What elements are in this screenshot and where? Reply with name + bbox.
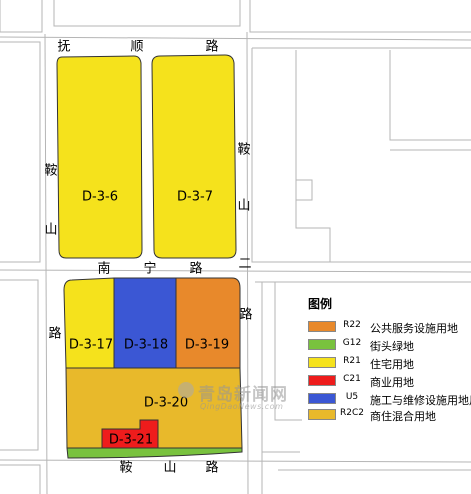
road-anshan-right-2: 山	[237, 199, 250, 214]
legend-label: 街头绿地	[370, 340, 414, 353]
legend-code: U5	[345, 392, 359, 402]
legend-swatch	[308, 409, 336, 420]
legend-title: 图例	[308, 297, 333, 311]
road-fushun-2: 顺	[130, 40, 143, 55]
legend-code: R22	[343, 320, 361, 330]
parcel-labels: D-3-6 D-3-7 D-3-17 D-3-18 D-3-19 D-3-20 …	[69, 190, 229, 448]
legend-label: 商住混合用地	[370, 410, 436, 423]
road-anshan-right-1: 鞍	[237, 142, 250, 158]
legend-code: R2C2	[340, 408, 364, 418]
road-nanning-4: 二	[238, 257, 251, 272]
legend-label: 施工与维修设施用地用地	[370, 394, 471, 407]
legend-code: C21	[343, 374, 361, 384]
parcels	[56, 54, 243, 459]
label-d-3-21: D-3-21	[109, 433, 153, 448]
legend-swatch	[308, 357, 336, 368]
road-nanning-1: 南	[97, 261, 110, 277]
road-anshan-left-1: 鞍	[44, 163, 57, 179]
legend-label: 住宅用地	[370, 358, 414, 371]
road-anshan-right-3: 路	[239, 307, 252, 323]
road-anshan-bottom-1: 鞍	[119, 460, 132, 476]
green-strip	[66, 447, 243, 459]
label-d-3-19: D-3-19	[185, 338, 229, 353]
legend-swatch	[308, 321, 336, 332]
road-anshan-left-2: 山	[44, 223, 57, 238]
road-fushun-1: 抚	[57, 40, 70, 55]
parcel-d-3-6	[56, 55, 143, 259]
legend-code: G12	[342, 338, 362, 348]
legend-swatch	[308, 339, 336, 350]
road-labels: 抚 顺 路 南 宁 路 二 鞍 山 路 鞍 山 路 鞍 山 路	[44, 39, 252, 476]
road-anshan-bottom-2: 山	[163, 461, 176, 476]
parcel-d-3-7	[151, 54, 237, 259]
road-anshan-left-3: 路	[48, 326, 61, 342]
parcel-d-3-17	[63, 277, 115, 369]
road-nanning-2: 宁	[143, 261, 156, 277]
parcel-d-3-19	[175, 277, 241, 369]
road-fushun-3: 路	[205, 39, 218, 55]
label-d-3-6: D-3-6	[82, 190, 118, 205]
legend: 图例 R22 公共服务设施用地 G12 街头绿地 R21 住宅用地 C21 商业…	[302, 293, 471, 423]
legend-label: 公共服务设施用地	[370, 322, 458, 335]
parcel-d-3-18	[113, 277, 177, 369]
legend-code: R21	[343, 356, 361, 366]
legend-swatch	[308, 375, 336, 386]
road-nanning-3: 路	[189, 261, 202, 277]
label-d-3-7: D-3-7	[177, 190, 213, 205]
road-anshan-bottom-3: 路	[205, 460, 218, 476]
legend-label: 商业用地	[370, 376, 414, 389]
label-d-3-17: D-3-17	[69, 338, 113, 353]
legend-swatch	[308, 393, 336, 404]
label-d-3-20: D-3-20	[144, 396, 188, 411]
label-d-3-18: D-3-18	[124, 338, 168, 353]
